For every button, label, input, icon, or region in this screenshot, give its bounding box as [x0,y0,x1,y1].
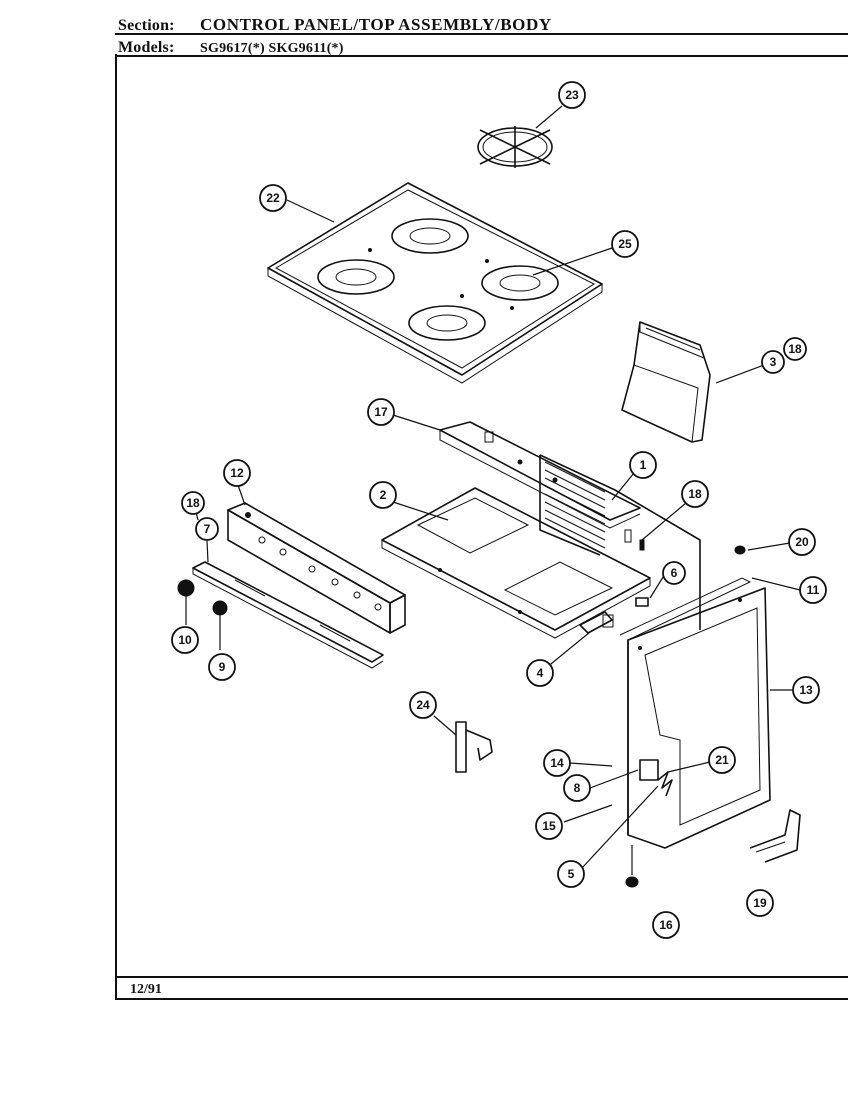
callout-14: 14 [543,749,571,777]
callout-6: 6 [662,561,686,585]
main-top [381,487,651,639]
callout-12: 12 [223,459,251,487]
callout-14-label: 14 [550,756,564,770]
callout-11: 11 [799,576,827,604]
section-label: Section: [118,17,175,34]
knob-9 [212,600,228,650]
header-rule [115,55,848,57]
callout-18-mid-label: 18 [688,487,702,501]
top-rule [115,33,848,35]
callout-17-label: 17 [374,405,388,419]
callout-21-label: 21 [715,753,729,767]
callout-15-left-label: 15 [542,819,556,833]
callout-18-left-label: 18 [186,496,200,510]
burner-box-body [539,454,701,630]
control-rail [192,561,384,669]
callout-2: 2 [369,481,397,509]
callout-10: 10 [171,626,199,654]
burner-grate [477,126,553,168]
callout-13-label: 13 [799,683,813,697]
side-bracket [455,721,493,773]
callout-18-mid: 18 [681,480,709,508]
control-panel [227,502,406,634]
callout-15-left: 15 [535,812,563,840]
callout-25-label: 25 [618,237,632,251]
callout-8-label: 8 [574,781,581,795]
callout-23-label: 23 [565,88,579,102]
callout-16: 16 [652,911,680,939]
footer-date: 12/91 [130,982,162,997]
callout-6-label: 6 [671,566,678,580]
callout-3-label: 3 [770,355,777,369]
callout-19-label: 19 [753,896,767,910]
knob-10 [177,579,195,625]
callout-5: 5 [557,860,585,888]
callout-1-label: 1 [640,458,647,472]
hole-plug [734,545,746,555]
callout-16-label: 16 [659,918,673,932]
cooktop-panel [267,182,603,384]
section-title: CONTROL PANEL/TOP ASSEMBLY/BODY [200,15,552,34]
leader-lines [195,105,801,869]
callout-4: 4 [526,659,554,687]
callout-19: 19 [746,889,774,917]
callout-20: 20 [788,528,816,556]
section-header: Section: CONTROL PANEL/TOP ASSEMBLY/BODY [118,15,552,35]
callout-9-label: 9 [219,660,226,674]
callout-20-label: 20 [795,535,809,549]
callout-12-label: 12 [230,466,244,480]
callout-25: 25 [611,230,639,258]
callout-23: 23 [558,81,586,109]
callout-18-top-label: 18 [788,342,802,356]
hinge-assembly [639,759,673,797]
callout-2-label: 2 [380,488,387,502]
callout-22: 22 [259,184,287,212]
callout-9: 9 [208,653,236,681]
leveling-foot [625,845,639,888]
callout-17: 17 [367,398,395,426]
diagram-frame [115,54,848,1000]
callout-7: 7 [195,517,219,541]
support-bracket [579,611,614,634]
rear-panel-shield [621,321,711,443]
callout-22-label: 22 [266,191,280,205]
footer-rule-top [115,976,848,978]
callout-8: 8 [563,774,591,802]
callout-11-label: 11 [807,583,820,597]
callout-4-label: 4 [537,666,544,680]
callout-18-top: 18 [783,337,807,361]
callout-13: 13 [792,676,820,704]
callout-24: 24 [409,691,437,719]
callout-18-left: 18 [181,491,205,515]
models-header: Models: SG9617(*) SKG9611(*) [118,39,344,57]
callout-5-label: 5 [568,867,575,881]
models-label: Models: [118,39,175,56]
footer-rule-bottom [115,998,848,1000]
models-list: SG9617(*) SKG9611(*) [200,41,344,56]
callout-1: 1 [629,451,657,479]
side-panel [619,577,771,849]
callout-10-label: 10 [178,633,192,647]
callout-3: 3 [761,350,785,374]
callout-7-label: 7 [204,522,211,536]
screw-18 [639,539,645,551]
clip-6 [635,597,649,607]
leveling-leg [749,809,801,863]
callout-21: 21 [708,746,736,774]
callout-24-label: 24 [416,698,430,712]
